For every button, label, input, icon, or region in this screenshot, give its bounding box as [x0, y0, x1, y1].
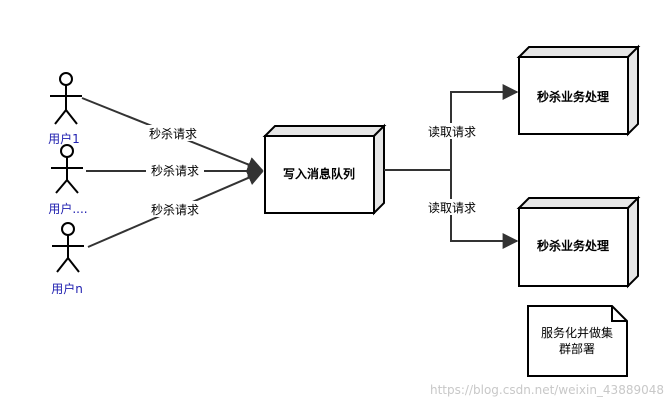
actor-label: 用户1 — [48, 131, 80, 146]
note-line-2: 群部署 — [559, 341, 595, 356]
actor-label: 用户n — [51, 281, 83, 296]
edge-read-request-2[interactable]: 读取请求 — [423, 170, 519, 249]
processor-label: 秒杀业务处理 — [537, 238, 609, 253]
actor-user-2[interactable]: 用户.... — [48, 144, 88, 216]
watermark: https://blog.csdn.net/weixin_43889048 — [430, 383, 664, 397]
note-shape — [527, 305, 628, 377]
note-line-1: 服务化并做集 — [541, 325, 613, 340]
processor-node-1[interactable]: 秒杀业务处理 — [516, 44, 641, 137]
actor-user-n[interactable]: 用户n — [51, 222, 84, 296]
edge-label: 读取请求 — [428, 201, 476, 215]
note-node[interactable]: 服务化并做集 群部署 — [527, 305, 628, 377]
actor-leg-icon — [55, 179, 68, 194]
processor-label: 秒杀业务处理 — [537, 89, 609, 104]
queue-label: 写入消息队列 — [283, 166, 355, 181]
actor-head-icon — [60, 144, 74, 158]
actor-label: 用户.... — [48, 201, 87, 216]
processor-node-2[interactable]: 秒杀业务处理 — [516, 195, 641, 289]
queue-node[interactable]: 写入消息队列 — [262, 123, 387, 216]
actor-head-icon — [61, 222, 75, 236]
edge-seckill-request-1[interactable]: 秒杀请求 — [81, 97, 264, 173]
actor-user-1[interactable]: 用户1 — [48, 72, 82, 146]
actor-leg-icon — [66, 179, 79, 194]
edge-seckill-request-2[interactable]: 秒杀请求 — [86, 162, 264, 179]
actor-head-icon — [59, 72, 73, 86]
edge-label: 读取请求 — [428, 125, 476, 139]
actor-leg-icon — [54, 109, 67, 125]
edge-label: 秒杀请求 — [151, 202, 199, 217]
note-fold-icon — [611, 306, 627, 322]
actor-leg-icon — [56, 257, 69, 273]
edge-seckill-request-3[interactable]: 秒杀请求 — [87, 170, 264, 248]
actor-leg-icon — [67, 257, 80, 273]
actor-leg-icon — [65, 109, 78, 125]
edge-read-request-1[interactable]: 读取请求 — [384, 84, 519, 171]
edge-label: 秒杀请求 — [151, 163, 199, 178]
edge-label: 秒杀请求 — [149, 126, 197, 141]
